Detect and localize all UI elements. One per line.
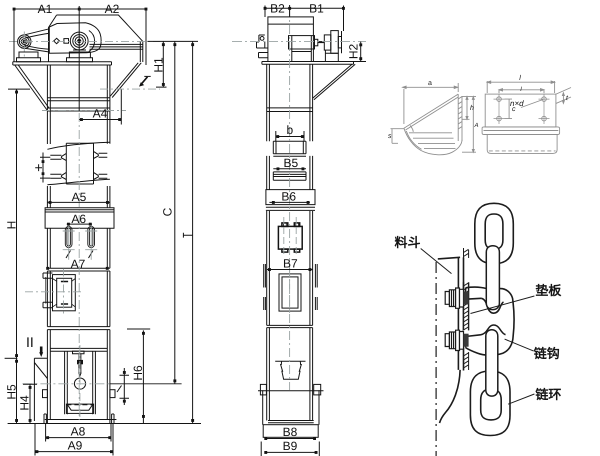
svg-text:b: b [287, 123, 294, 137]
svg-text:链环: 链环 [535, 387, 561, 402]
svg-text:C: C [160, 207, 174, 216]
svg-text:B2: B2 [270, 1, 285, 15]
svg-text:H2: H2 [346, 44, 360, 60]
svg-text:A6: A6 [71, 212, 86, 226]
svg-text:B5: B5 [284, 156, 299, 170]
svg-text:B7: B7 [283, 257, 298, 271]
svg-text:H6: H6 [131, 365, 145, 381]
svg-text:A7: A7 [71, 257, 86, 271]
svg-text:H1: H1 [152, 57, 166, 73]
svg-text:a: a [428, 80, 432, 87]
svg-text:链钩: 链钩 [534, 346, 560, 361]
svg-text:c: c [512, 106, 516, 113]
svg-text:A1: A1 [38, 2, 53, 16]
svg-text:B8: B8 [283, 425, 298, 439]
svg-text:B1: B1 [309, 1, 324, 15]
svg-text:H4: H4 [18, 395, 32, 411]
svg-text:t: t [566, 95, 569, 102]
svg-text:l: l [519, 74, 521, 82]
svg-text:料斗: 料斗 [395, 235, 421, 250]
svg-text:A5: A5 [72, 190, 87, 204]
svg-text:s: s [388, 133, 392, 140]
svg-text:垫板: 垫板 [535, 283, 562, 298]
svg-text:l: l [520, 86, 522, 93]
svg-text:B6: B6 [281, 189, 296, 203]
svg-text:h: h [470, 104, 474, 112]
svg-text:II: II [26, 334, 34, 350]
svg-text:A8: A8 [71, 425, 86, 439]
svg-text:A2: A2 [105, 2, 120, 16]
svg-text:A9: A9 [68, 439, 83, 453]
svg-text:H5: H5 [4, 384, 18, 400]
svg-text:A4: A4 [93, 107, 108, 121]
svg-text:n×d: n×d [510, 99, 524, 108]
svg-text:B9: B9 [283, 439, 298, 453]
svg-text:H: H [4, 221, 18, 230]
svg-text:A: A [474, 122, 479, 129]
